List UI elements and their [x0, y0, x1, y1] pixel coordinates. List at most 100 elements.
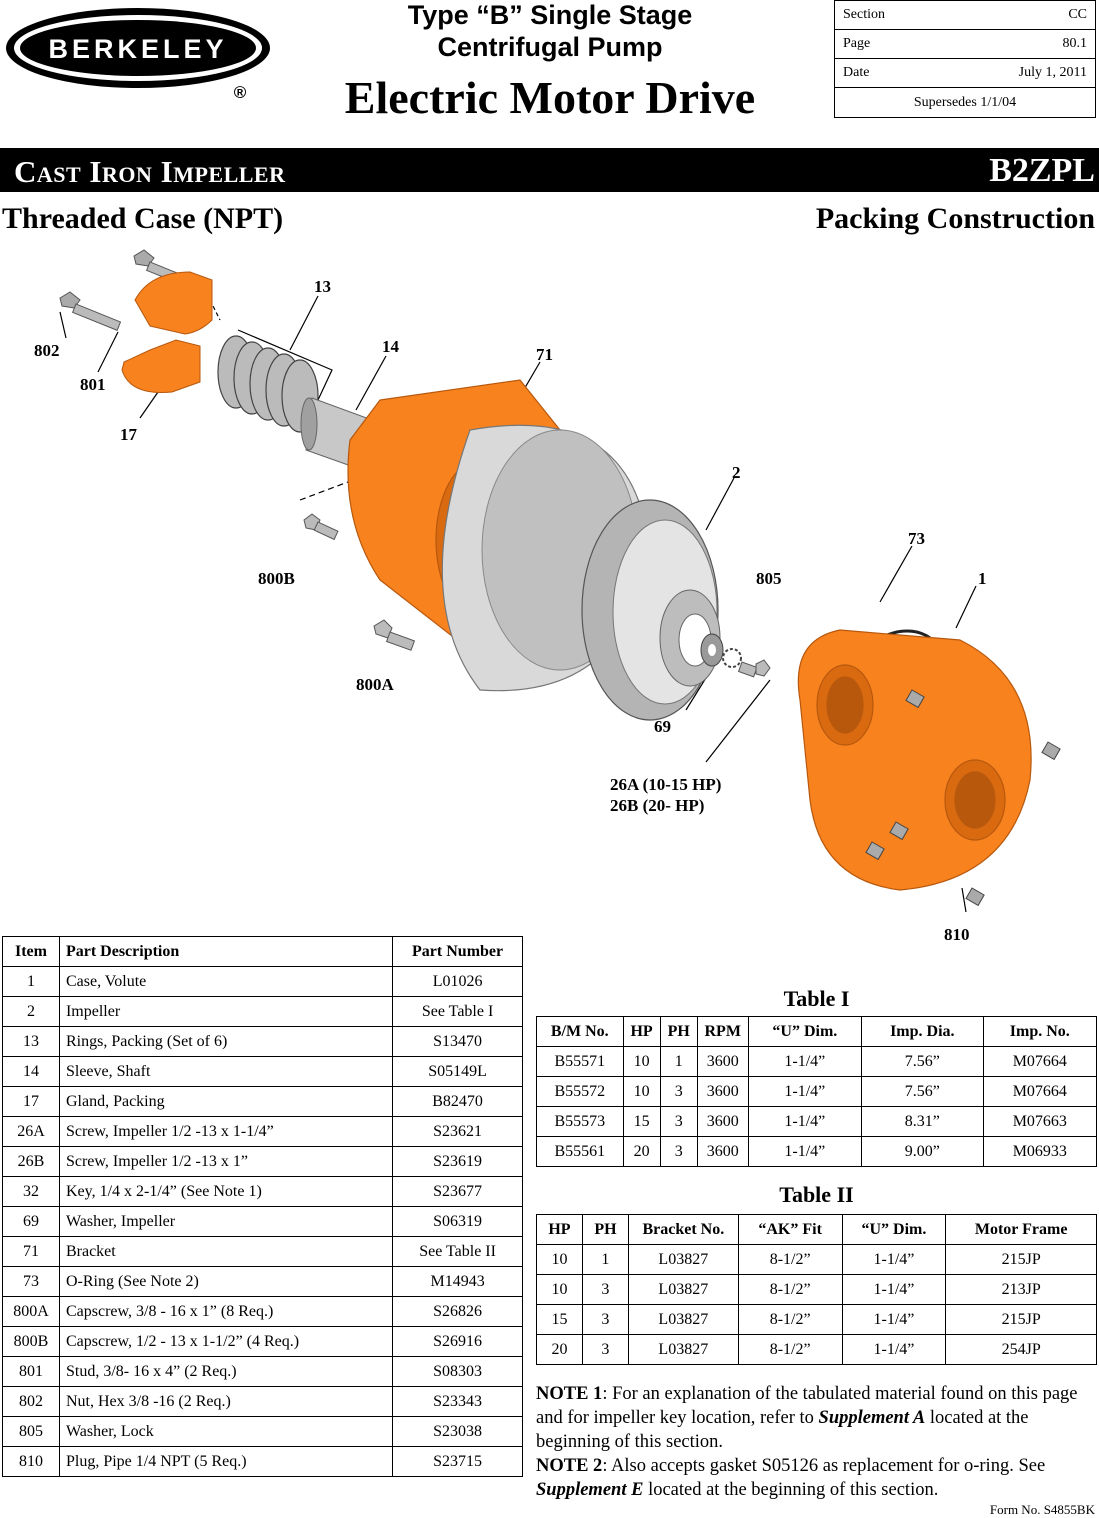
header-part-number: Part Number: [392, 936, 523, 967]
subhead-construction: Packing Construction: [815, 202, 1095, 235]
date-label: Date: [843, 65, 870, 80]
table-cell: 1: [2, 966, 60, 997]
table-cell: 801: [2, 1356, 60, 1387]
table-cell: S05149L: [392, 1056, 523, 1087]
berkeley-logo: BERKELEY ®: [6, 8, 270, 102]
table-cell: Washer, Impeller: [58, 1206, 394, 1237]
brand-name: BERKELEY: [48, 34, 227, 64]
callout-800b: 800B: [258, 569, 295, 588]
table-cell: 215JP: [945, 1304, 1097, 1335]
table-cell: S23677: [392, 1176, 523, 1207]
table-cell: 69: [2, 1206, 60, 1237]
table-cell: 15: [622, 1106, 661, 1137]
table-cell: M07664: [982, 1046, 1098, 1077]
table-cell: Washer, Lock: [58, 1416, 394, 1447]
table-cell: L03827: [627, 1304, 739, 1335]
table-cell: S08303: [392, 1356, 523, 1387]
table-cell: 71: [2, 1236, 60, 1267]
table-cell: 1-1/4”: [747, 1076, 863, 1107]
table-cell: Gland, Packing: [58, 1086, 394, 1117]
callout-13: 13: [314, 277, 331, 296]
table-cell: 3: [581, 1274, 629, 1305]
table-cell: B55571: [536, 1046, 624, 1077]
table-cell: L03827: [627, 1334, 739, 1365]
table-cell: S06319: [392, 1206, 523, 1237]
table-cell: 32: [2, 1176, 60, 1207]
table-cell: S23343: [392, 1386, 523, 1417]
note-1-label: NOTE 1: [536, 1384, 603, 1404]
note-2: NOTE 2: Also accepts gasket S05126 as re…: [536, 1454, 1096, 1502]
table-cell: Capscrew, 1/2 - 13 x 1-1/2” (4 Req.): [58, 1326, 394, 1357]
table-cell: Impeller: [58, 996, 394, 1027]
table-header-cell: HP: [622, 1016, 661, 1047]
table-cell: 17: [2, 1086, 60, 1117]
table-cell: 20: [622, 1136, 661, 1167]
table-header-cell: PH: [581, 1214, 629, 1245]
table-cell: 13: [2, 1026, 60, 1057]
table-cell: 805: [2, 1416, 60, 1447]
note-1: NOTE 1: For an explanation of the tabula…: [536, 1382, 1096, 1454]
table-cell: L01026: [392, 966, 523, 997]
callout-805: 805: [756, 569, 782, 588]
page-value: 80.1: [1062, 36, 1088, 51]
table-cell: 10: [622, 1076, 661, 1107]
callout-1: 1: [978, 569, 987, 588]
table-cell: 3: [581, 1334, 629, 1365]
callout-2: 2: [732, 463, 741, 482]
table-header-cell: PH: [659, 1016, 698, 1047]
table-cell: O-Ring (See Note 2): [58, 1266, 394, 1297]
table-cell: 213JP: [945, 1274, 1097, 1305]
capscrew-icon: [303, 513, 416, 651]
table-cell: Sleeve, Shaft: [58, 1056, 394, 1087]
section-value: CC: [1068, 7, 1087, 22]
header-description: Part Description: [58, 936, 394, 967]
table-cell: S23038: [392, 1416, 523, 1447]
table-cell: L03827: [627, 1244, 739, 1275]
table-cell: 1-1/4”: [747, 1136, 863, 1167]
notes: NOTE 1: For an explanation of the tabula…: [536, 1382, 1096, 1502]
table-cell: 10: [622, 1046, 661, 1077]
table-cell: Screw, Impeller 1/2 -13 x 1”: [58, 1146, 394, 1177]
table-cell: B55573: [536, 1106, 624, 1137]
date-row: Date July 1, 2011: [835, 59, 1095, 88]
banner-title: Cast Iron Impeller: [14, 154, 286, 189]
registered-mark: ®: [234, 83, 247, 102]
table-header-cell: Motor Frame: [945, 1214, 1097, 1245]
table-cell: 3: [659, 1136, 698, 1167]
table-cell: S13470: [392, 1026, 523, 1057]
table-cell: 8-1/2”: [737, 1304, 843, 1335]
callout-26: 26A (10-15 HP) 26B (20- HP): [610, 775, 722, 815]
title-line-2: Centrifugal Pump: [437, 32, 663, 62]
table-cell: 1-1/4”: [841, 1334, 947, 1365]
table-cell: 800B: [2, 1326, 60, 1357]
header-item: Item: [2, 936, 60, 967]
table-cell: 3600: [696, 1106, 749, 1137]
table-cell: 3: [659, 1106, 698, 1137]
table-cell: 3: [659, 1076, 698, 1107]
table-cell: 1-1/4”: [841, 1274, 947, 1305]
document-info-box: Section CC Page 80.1 Date July 1, 2011 S…: [834, 0, 1096, 118]
table-cell: 26B: [2, 1146, 60, 1177]
title-line-1: Type “B” Single Stage: [407, 0, 693, 30]
impeller-screw-icon: [737, 659, 771, 678]
callout-17: 17: [120, 425, 137, 444]
table-cell: S26916: [392, 1326, 523, 1357]
note-1-reference: Supplement A: [818, 1408, 926, 1428]
table-cell: M14943: [392, 1266, 523, 1297]
